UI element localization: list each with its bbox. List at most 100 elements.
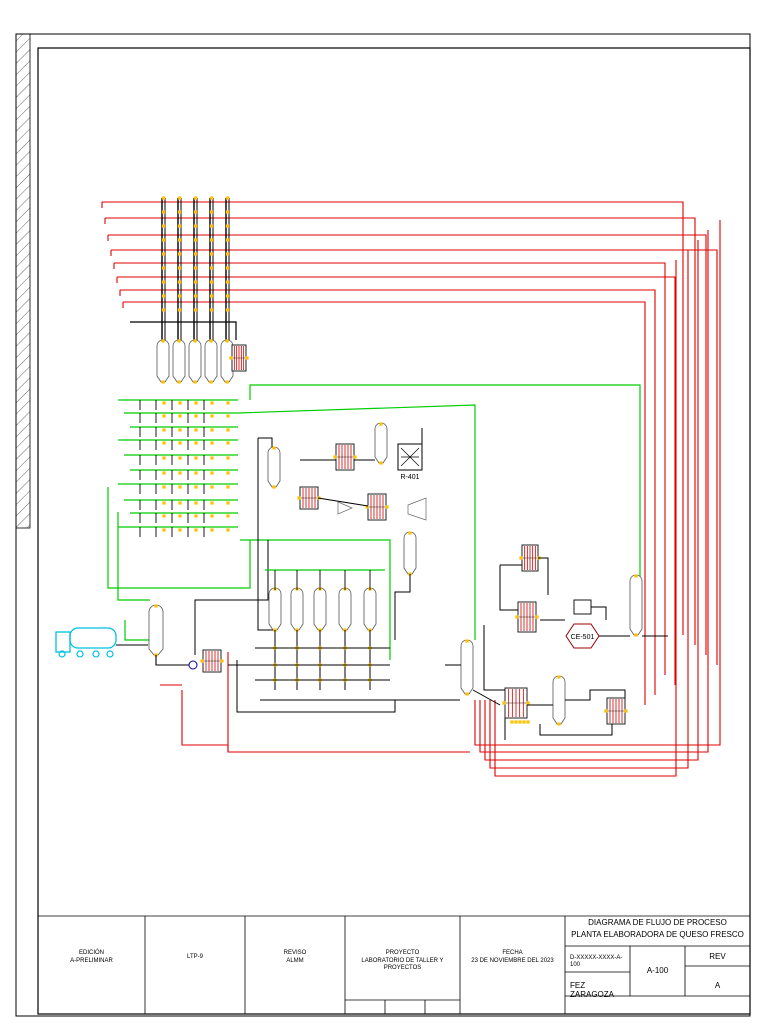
nozzle — [379, 422, 383, 426]
reception-silo — [148, 604, 164, 656]
utility-line — [120, 289, 656, 695]
nozzle — [272, 446, 276, 450]
nozzle — [200, 659, 204, 663]
heat-exchanger — [521, 544, 539, 572]
recycle-line — [117, 512, 150, 601]
nozzle — [604, 709, 608, 713]
nozzle — [177, 294, 182, 298]
nozzle — [193, 238, 198, 242]
nozzle — [510, 720, 514, 724]
nozzle — [385, 505, 389, 509]
recycle-line — [107, 487, 251, 589]
nozzle — [161, 308, 166, 312]
nozzle — [514, 720, 518, 724]
date-label: FECHA — [502, 950, 523, 956]
nozzle — [177, 252, 182, 256]
nozzle — [193, 280, 198, 284]
nozzle — [624, 709, 628, 713]
nozzle — [210, 501, 214, 505]
nozzle — [209, 266, 214, 270]
nozzle — [379, 461, 383, 465]
nozzle — [557, 675, 561, 679]
nozzle — [225, 380, 229, 384]
milk-truck-icon — [55, 627, 117, 658]
process-line — [539, 724, 613, 736]
nozzle — [194, 456, 198, 460]
storage-silo — [156, 339, 170, 383]
utility-return-line — [489, 250, 689, 769]
edition-value: A-PRELIMINAR — [70, 958, 113, 964]
nozzle — [193, 294, 198, 298]
nozzle — [526, 701, 530, 705]
nozzle — [210, 414, 214, 418]
nozzle — [557, 722, 561, 726]
nozzle — [226, 528, 230, 532]
nozzle — [226, 456, 230, 460]
nozzle — [193, 196, 198, 200]
nozzle — [162, 414, 166, 418]
nozzle — [519, 556, 523, 560]
title-block-frame — [38, 915, 750, 1014]
nozzle — [225, 266, 230, 270]
nozzle — [177, 224, 182, 228]
nozzle — [210, 441, 214, 445]
nozzle — [178, 401, 182, 405]
nozzle — [272, 485, 276, 489]
nozzle — [162, 485, 166, 489]
nozzle — [177, 280, 182, 284]
nozzle — [177, 339, 181, 343]
nozzle — [178, 501, 182, 505]
nozzle — [210, 428, 214, 432]
fermentation-tank — [290, 587, 304, 631]
nozzle — [193, 308, 198, 312]
nozzle — [177, 266, 182, 270]
process-tank — [374, 422, 388, 464]
heat-exchanger — [517, 601, 537, 633]
nozzle — [225, 252, 230, 256]
nozzle — [209, 238, 214, 242]
nozzle — [161, 380, 165, 384]
nozzle — [229, 356, 233, 360]
nozzle — [162, 428, 166, 432]
nozzle — [177, 380, 181, 384]
nozzle — [209, 224, 214, 228]
nozzle — [226, 441, 230, 445]
fermentation-tank — [268, 587, 282, 631]
process-line — [258, 437, 273, 448]
recycle-line — [237, 404, 476, 640]
heat-exchanger — [335, 443, 355, 471]
reactor-cross-icon — [400, 447, 420, 467]
heat-exchanger — [606, 697, 626, 725]
nozzle — [210, 401, 214, 405]
nozzle — [225, 280, 230, 284]
pasteurizer-exchanger — [202, 649, 222, 673]
heat-exchanger — [367, 493, 387, 521]
nozzle — [465, 692, 469, 696]
nozzle — [162, 501, 166, 505]
nozzle — [209, 380, 213, 384]
nozzle — [194, 441, 198, 445]
nozzle — [178, 485, 182, 489]
storage-silo — [172, 339, 186, 383]
process-line — [317, 497, 369, 507]
utility-line — [114, 262, 666, 675]
nozzle — [177, 210, 182, 214]
nozzle — [226, 471, 230, 475]
nozzle — [194, 528, 198, 532]
pump-icon — [337, 501, 353, 515]
nozzle — [333, 455, 337, 459]
nozzle — [245, 356, 249, 360]
nozzle — [522, 720, 526, 724]
reactor-tag: R-401 — [400, 474, 419, 481]
process-line — [538, 557, 549, 595]
nozzle — [210, 528, 214, 532]
nozzle — [408, 531, 412, 535]
sheet-frame — [15, 33, 751, 1017]
nozzle — [209, 294, 214, 298]
recycle-line — [240, 539, 391, 660]
utility-line — [111, 249, 718, 665]
nozzle — [353, 455, 357, 459]
nozzle — [210, 456, 214, 460]
nozzle — [161, 280, 166, 284]
